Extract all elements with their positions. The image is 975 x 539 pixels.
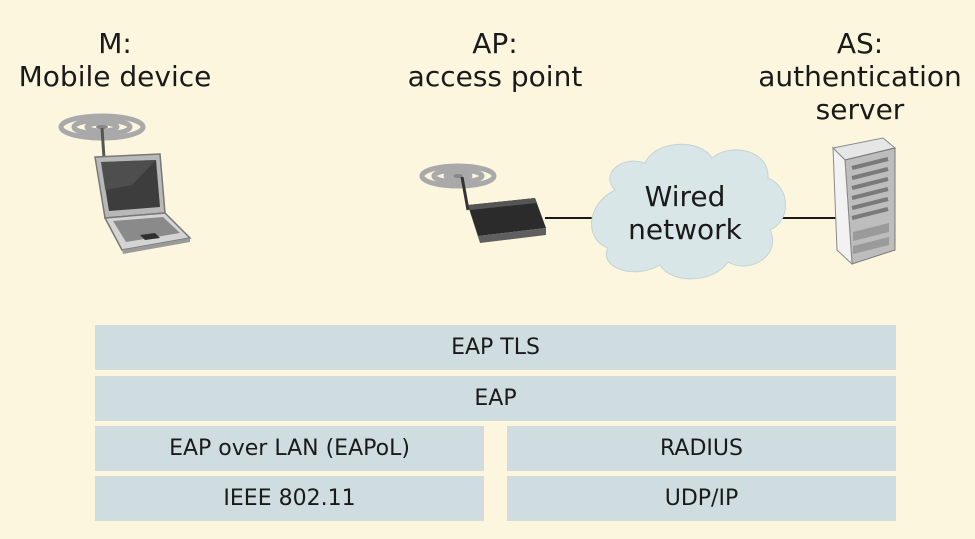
wired-network-label-line: network	[628, 213, 742, 246]
layer-eapol: EAP over LAN (EAPoL)	[95, 426, 484, 471]
layer-ieee-802-11: IEEE 802.11	[95, 476, 484, 521]
auth-server-label: AS: authentication server	[735, 27, 975, 126]
mobile-device-label-line: M:	[98, 27, 132, 60]
wired-network-label: Wired network	[610, 180, 760, 246]
network-illustration	[58, 113, 897, 280]
layer-radius: RADIUS	[507, 426, 896, 471]
wired-network-label-line: Wired	[644, 180, 726, 213]
auth-server-label-line: authentication	[758, 60, 962, 93]
mobile-device-label-line: Mobile device	[18, 60, 212, 93]
access-point-label-line: AP:	[472, 27, 518, 60]
layer-udp-ip: UDP/IP	[507, 476, 896, 521]
mobile-device-label: M: Mobile device	[10, 27, 220, 93]
access-point-label-line: access point	[407, 60, 583, 93]
laptop-icon	[58, 113, 192, 254]
access-point-icon	[419, 163, 546, 243]
auth-server-label-line: server	[815, 93, 905, 126]
auth-server-label-line: AS:	[836, 27, 884, 60]
access-point-label: AP: access point	[390, 27, 600, 93]
cloud-icon	[591, 143, 786, 280]
server-icon	[831, 137, 897, 266]
layer-eap-tls: EAP TLS	[95, 325, 896, 370]
layer-eap: EAP	[95, 376, 896, 421]
